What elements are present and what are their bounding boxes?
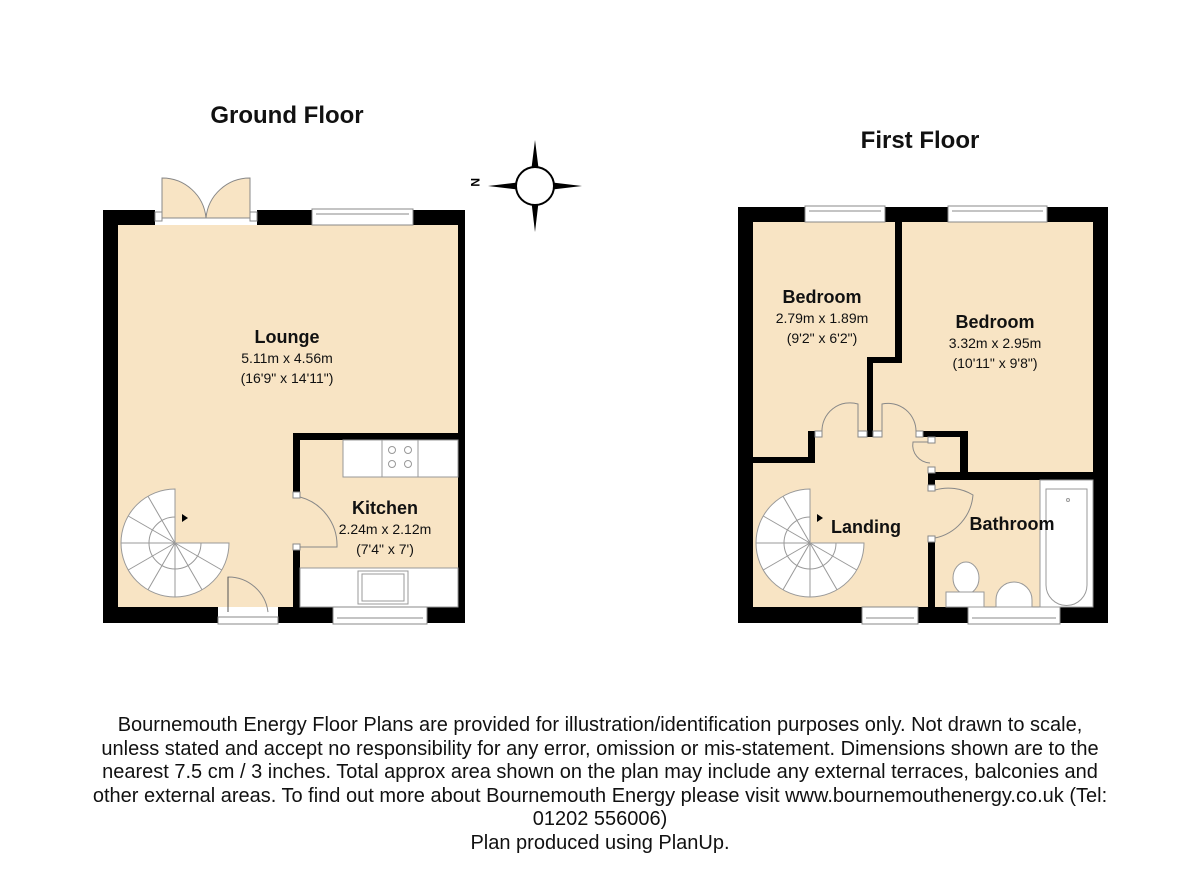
compass-icon: N: [468, 140, 582, 232]
stair-tread: [809, 542, 858, 571]
french-doors-icon: [154, 177, 258, 222]
kitchen-worktop-bottom: [299, 567, 459, 608]
footer-line: other external areas. To find out more a…: [92, 784, 1108, 807]
hob-icon: [381, 439, 419, 478]
room-name-kitchen: Kitchen: [352, 498, 418, 518]
room-dimensions-lounge-imperial: (16'9" x 14'11"): [241, 370, 334, 386]
room-name-lounge: Lounge: [255, 327, 320, 347]
room-dimensions-bedroom-2-imperial: (10'11" x 9'8"): [952, 355, 1037, 371]
ground-floor-plan: Ground Floor: [103, 102, 465, 625]
washbasin-icon: [995, 581, 1033, 608]
first-floor-doors: [814, 402, 974, 543]
ground-floor-walls: [103, 210, 465, 623]
stair-tread: [782, 542, 811, 591]
room-name-bathroom: Bathroom: [970, 514, 1055, 534]
disclaimer-footer: Bournemouth Energy Floor Plans are provi…: [0, 714, 1200, 855]
spiral-staircase-icon: [120, 488, 230, 598]
ground-floor-title: Ground Floor: [210, 102, 363, 129]
footer-line: nearest 7.5 cm / 3 inches. Total approx …: [102, 761, 1098, 783]
room-name-bedroom-2: Bedroom: [955, 312, 1034, 332]
stair-tread: [174, 542, 223, 571]
first-floor-plan: First Floor: [738, 127, 1108, 625]
front-door-icon: [227, 576, 269, 613]
stair-tread: [147, 542, 176, 591]
stair-tread: [762, 542, 811, 571]
compass-north-label: N: [468, 178, 482, 187]
stair-tread: [147, 495, 176, 544]
room-dimensions-kitchen: 2.24m x 2.12m: [339, 521, 432, 537]
first-floor-windows: [804, 205, 1061, 625]
spiral-staircase-icon: [755, 488, 865, 598]
stair-tread: [127, 542, 176, 571]
room-name-landing: Landing: [831, 517, 901, 537]
first-floor-walls: [738, 207, 1108, 623]
footer-line: 01202 556006): [532, 808, 668, 830]
kitchen-worktop-top: [342, 439, 459, 478]
footer-line: unless stated and accept no responsibili…: [101, 737, 1099, 760]
stair-tread: [174, 542, 203, 591]
stair-tread: [762, 515, 811, 544]
stair-tread: [809, 542, 838, 591]
room-dimensions-bedroom-1: 2.79m x 1.89m: [776, 310, 869, 326]
first-floor-title: First Floor: [861, 127, 980, 154]
room-dimensions-lounge: 5.11m x 4.56m: [241, 350, 333, 366]
ground-windows: [217, 208, 428, 625]
bathtub-icon: [1039, 479, 1094, 608]
kitchen-door-icon: [292, 491, 338, 551]
toilet-icon: [945, 561, 985, 608]
stair-tread: [782, 495, 811, 544]
stair-tread: [127, 515, 176, 544]
footer-line: Bournemouth Energy Floor Plans are provi…: [117, 714, 1083, 736]
footer-line: Plan produced using PlanUp.: [470, 831, 730, 854]
room-name-bedroom-1: Bedroom: [782, 287, 861, 307]
room-dimensions-bedroom-1-imperial: (9'2" x 6'2"): [787, 330, 858, 346]
room-dimensions-bedroom-2: 3.32m x 2.95m: [949, 335, 1042, 351]
room-dimensions-kitchen-imperial: (7'4" x 7'): [356, 541, 414, 557]
